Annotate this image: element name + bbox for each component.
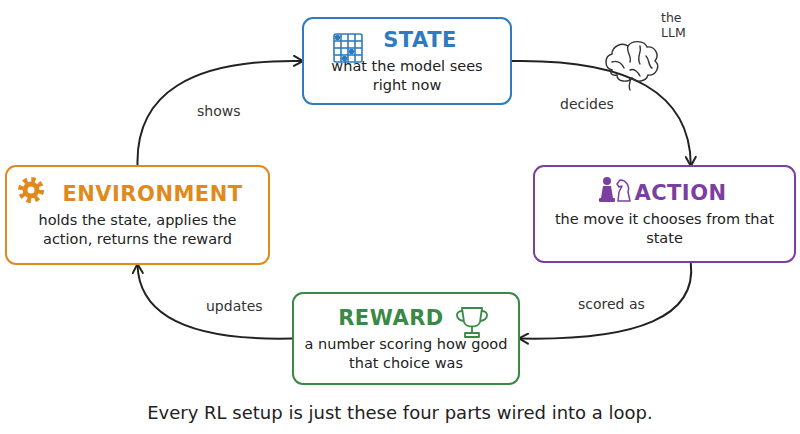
box-heading: ENVIRONMENT <box>32 181 242 207</box>
flow-arrow <box>138 265 293 339</box>
box-body: holds the state, applies the action, ret… <box>17 211 258 249</box>
box-heading: STATE <box>357 27 457 53</box>
edge-label: updates <box>206 298 263 314</box>
edge-label: shows <box>197 103 240 119</box>
process-box: ACTION the move it chooses from that stat… <box>533 165 796 263</box>
flow-arrow <box>512 61 691 165</box>
annotation-label: the LLM <box>661 10 705 40</box>
edge-label: scored as <box>578 296 645 312</box>
process-box: REWARD a number scoring how good that cho… <box>292 292 520 385</box>
box-heading: REWARD <box>338 305 474 331</box>
figure-caption: Every RL setup is just these four parts … <box>0 402 800 423</box>
edge-label: decides <box>560 96 614 112</box>
flow-arrow <box>137 61 302 165</box>
box-body: the move it chooses from that state <box>545 210 784 248</box>
box-heading: ACTION <box>602 180 726 206</box>
flow-arrow <box>520 263 691 339</box>
brain-icon <box>606 42 658 90</box>
process-box: ENVIRONMENT holds the state, applies the … <box>5 165 270 265</box>
box-body: a number scoring how good that choice wa… <box>304 335 508 373</box>
